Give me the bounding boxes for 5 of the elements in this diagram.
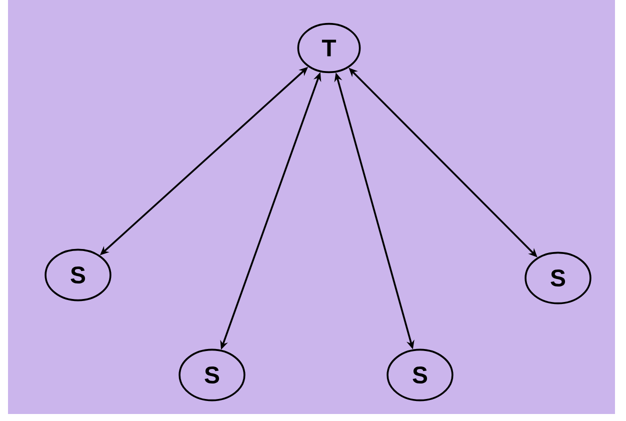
circle-node: S [178,348,246,402]
circle-node: S [386,348,454,402]
circle-node: S [44,248,112,302]
circle-node: S [524,252,592,304]
circle-node: T [297,22,361,74]
